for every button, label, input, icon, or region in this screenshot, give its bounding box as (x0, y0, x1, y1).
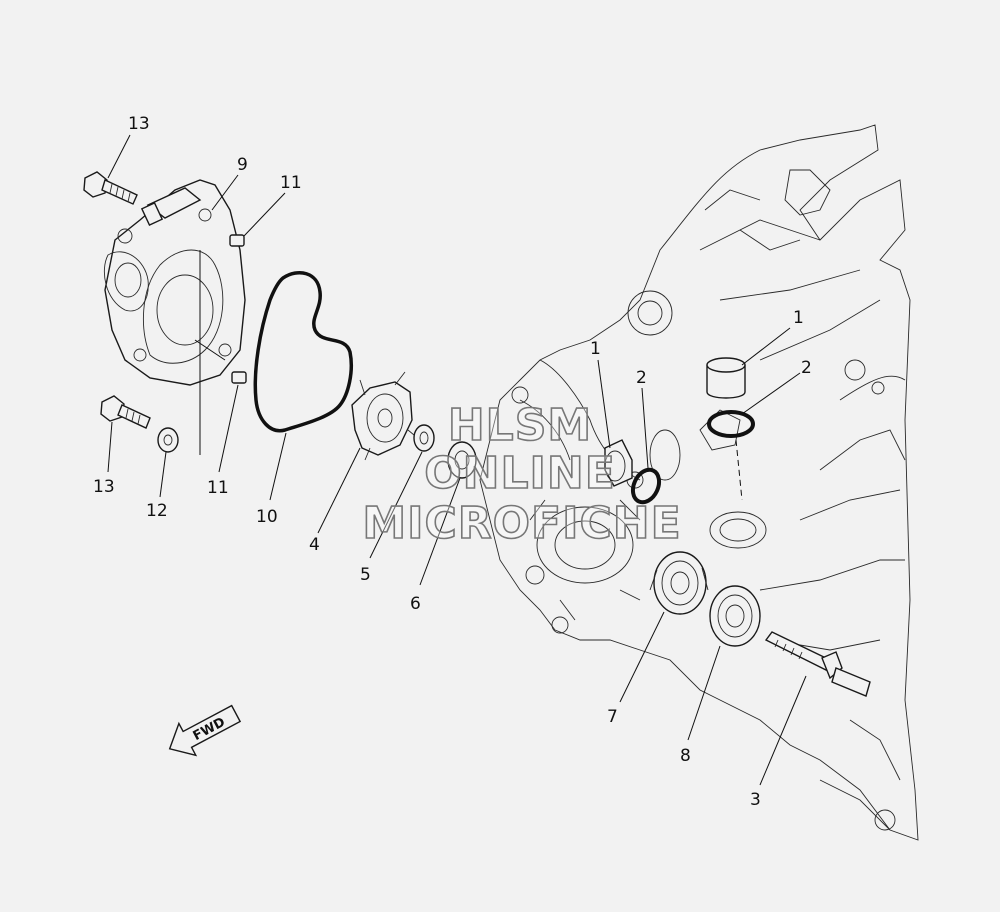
bearing-part-7 (649, 551, 709, 615)
callout-5: 5 (360, 565, 371, 585)
impeller-part-4 (351, 371, 421, 461)
callout-13-top: 13 (128, 114, 150, 134)
callout-1-right: 1 (793, 308, 804, 328)
fwd-arrow: FWD (168, 704, 242, 757)
watermark: HLSM ONLINE MICROFICHE (362, 399, 682, 550)
callout-12: 12 (146, 501, 168, 521)
seal-part-6 (447, 441, 477, 479)
pump-cover-part-9 (103, 179, 246, 386)
callout-3: 3 (750, 790, 761, 810)
o-ring-part-2-case (630, 467, 662, 505)
bolt-part-13-bottom (100, 395, 151, 429)
callout-11-lower: 11 (207, 478, 229, 498)
leader-lines (107, 134, 807, 786)
dowel-pin-part-11-upper (229, 234, 245, 247)
gasket-part-10 (253, 271, 353, 433)
shaft-part-3 (764, 631, 871, 697)
bearing-part-8 (709, 585, 761, 647)
callout-2-case: 2 (636, 368, 647, 388)
callout-labels: 13 9 11 1 1 2 2 13 12 11 10 4 5 6 7 8 3 (93, 114, 812, 810)
watermark-line-1: HLSM (448, 400, 592, 451)
crankcase-outline (479, 124, 919, 841)
callout-13-bottom: 13 (93, 477, 115, 497)
collar-part-1-right (706, 357, 746, 399)
watermark-line-2: ONLINE (424, 448, 616, 499)
callout-4: 4 (309, 535, 320, 555)
callout-1-case: 1 (590, 339, 601, 359)
dowel-pin-part-11-lower (231, 371, 247, 384)
callout-10: 10 (256, 507, 278, 527)
callout-9: 9 (237, 155, 248, 175)
callout-11-upper: 11 (280, 173, 302, 193)
washer-part-12 (157, 427, 179, 453)
washer-part-5 (413, 424, 435, 452)
bolt-part-13-top (83, 171, 138, 205)
watermark-line-3: MICROFICHE (362, 498, 681, 549)
o-ring-part-2-right (707, 410, 755, 501)
callout-7: 7 (607, 707, 618, 727)
callout-2-right: 2 (801, 358, 812, 378)
collar-part-1-case (604, 439, 633, 487)
callout-8: 8 (680, 746, 691, 766)
callout-6: 6 (410, 594, 421, 614)
